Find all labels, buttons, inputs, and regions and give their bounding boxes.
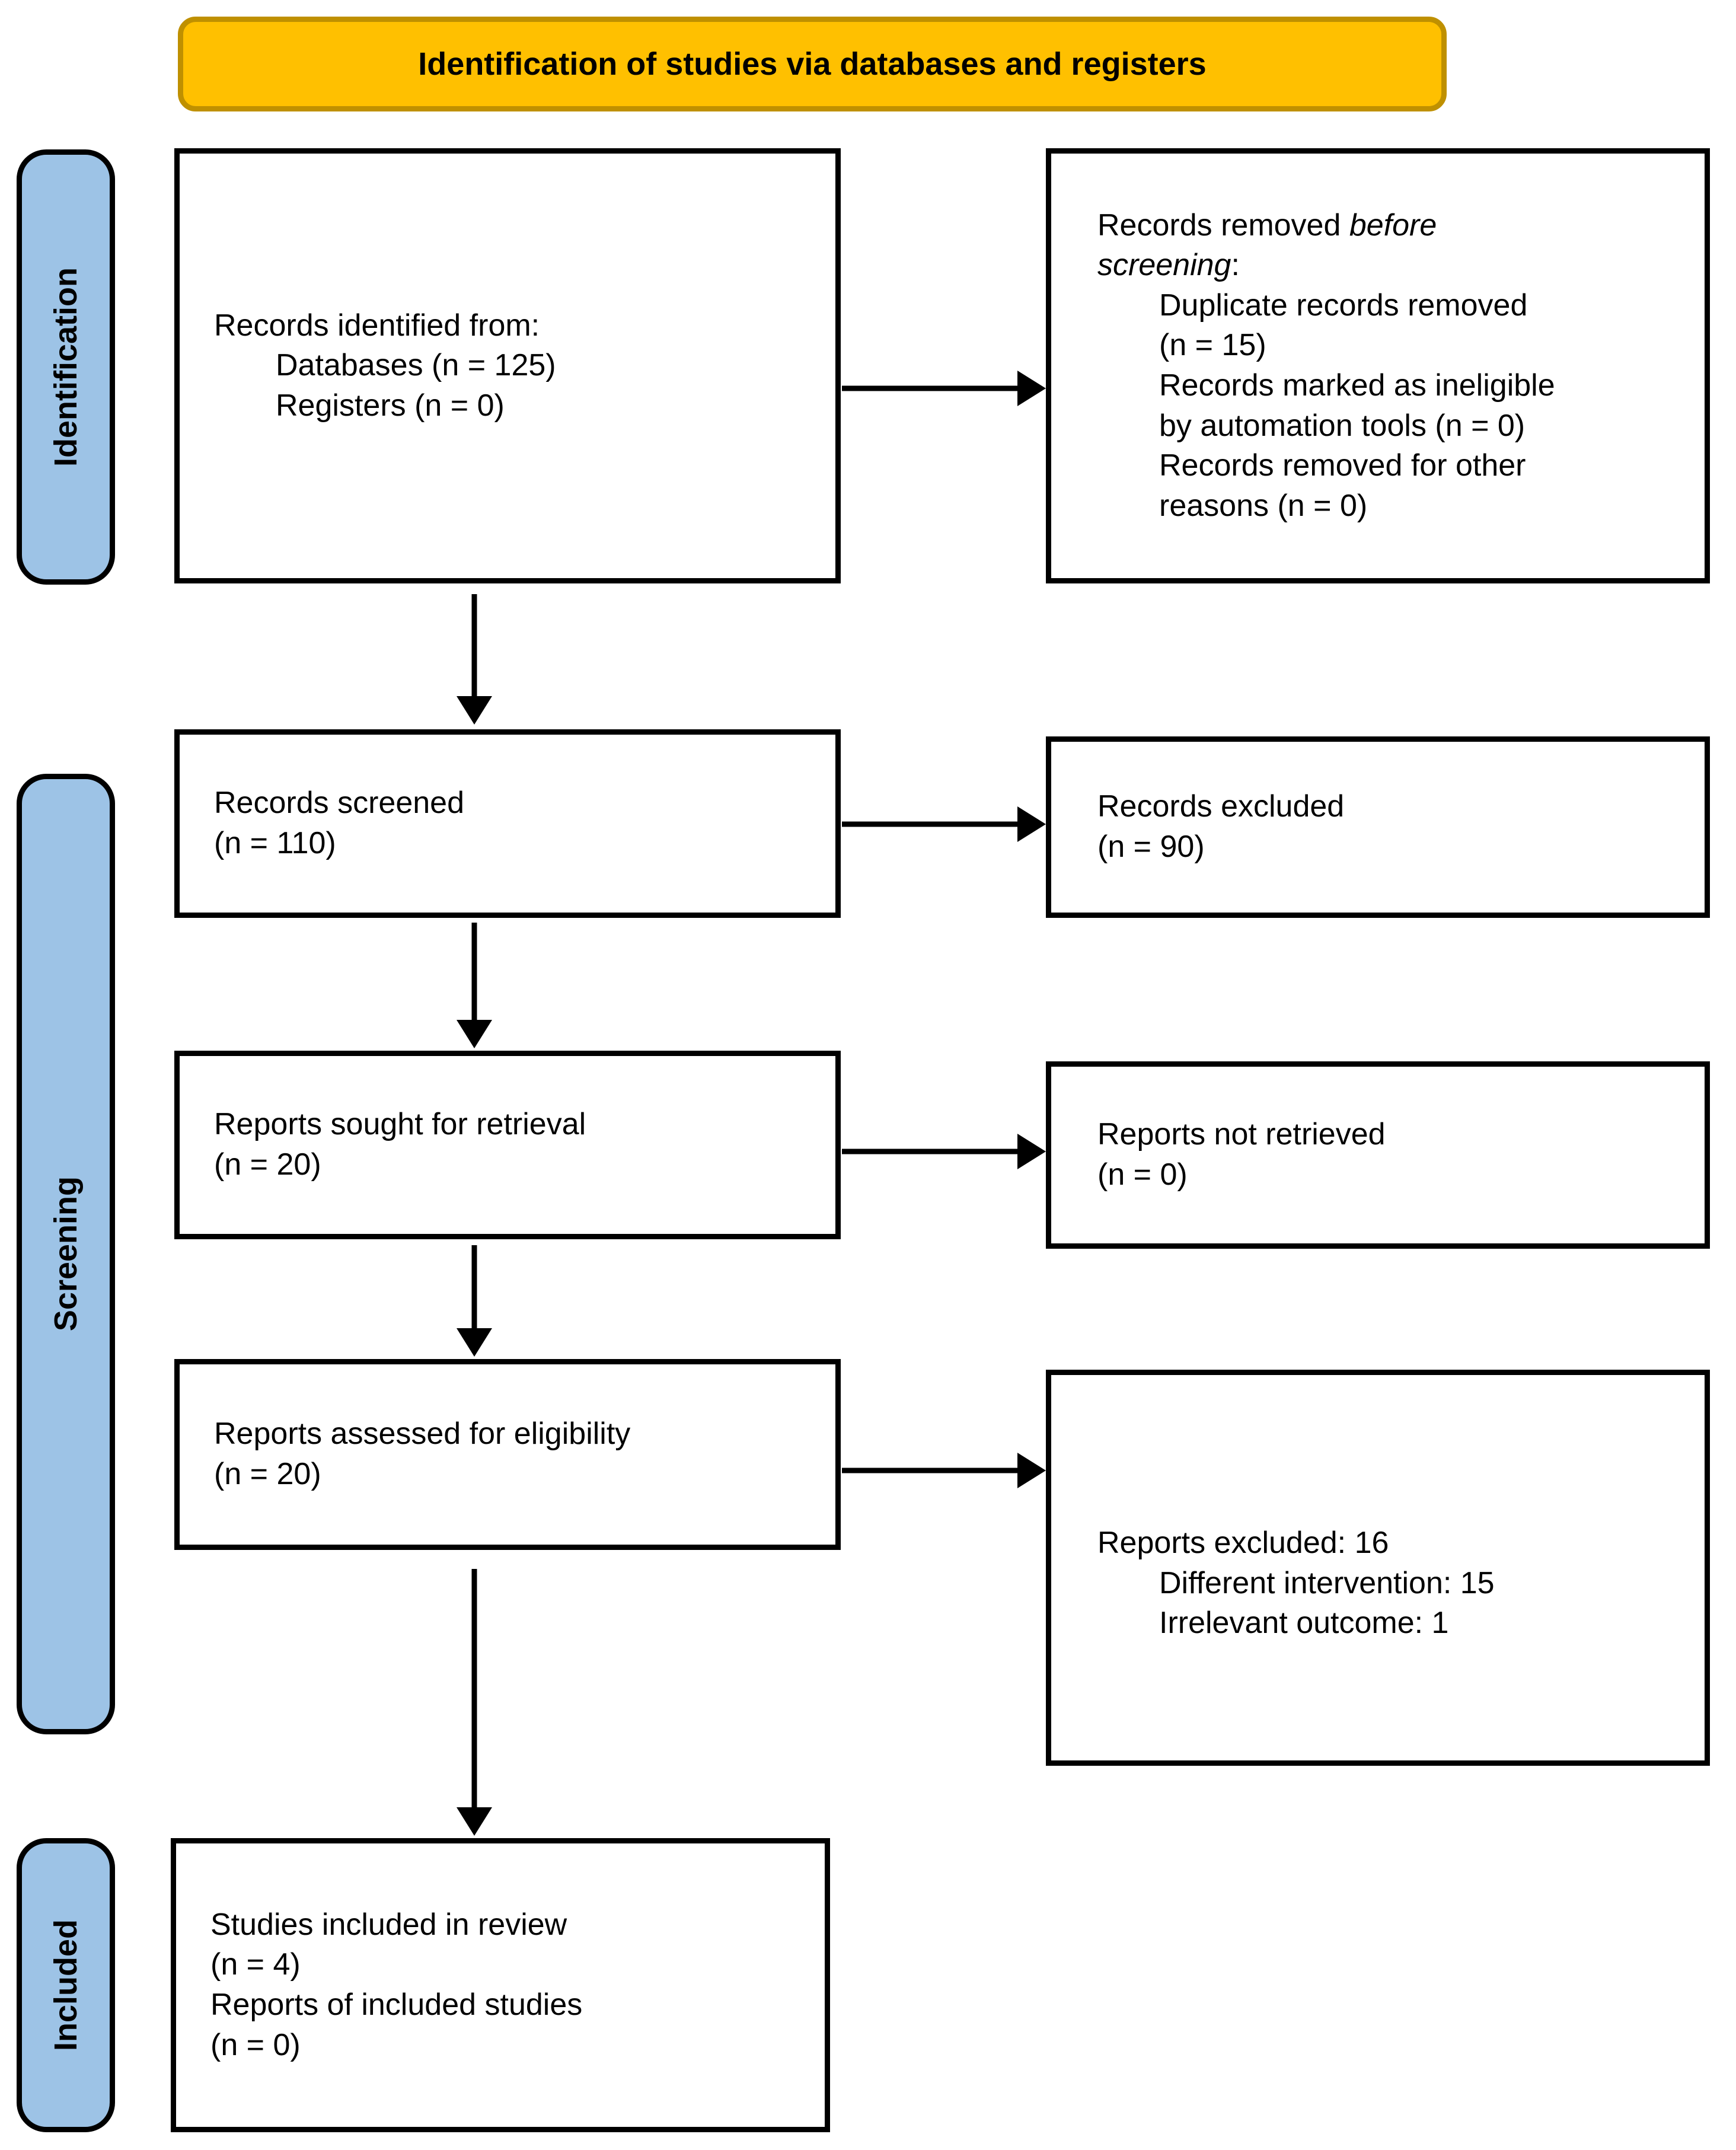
box-reports-not-retrieved-text: Reports not retrieved(n = 0) [1097,1117,1386,1192]
arrow-shaft [471,1245,477,1332]
arrow-shaft [471,1569,477,1811]
stage-screening-label: Screening [47,1176,84,1332]
arrow-head-icon [1017,1453,1046,1488]
arrow-head-icon [1017,1134,1046,1169]
box-records-identified: Records identified from:Databases (n = 1… [174,148,841,583]
arrow-head-icon [457,1328,492,1357]
stage-identification-label: Identification [47,267,84,467]
arrow-head-icon [457,1807,492,1836]
box-records-excluded: Records excluded(n = 90) [1046,736,1710,918]
arrow-head-icon [457,1020,492,1048]
arrow-down-identified-to-screened-icon [457,594,492,725]
arrow-head-icon [1017,371,1046,406]
arrow-shaft [842,1149,1021,1154]
arrow-shaft [842,385,1021,391]
stage-screening: Screening [17,774,115,1734]
box-reports-not-retrieved: Reports not retrieved(n = 0) [1046,1061,1710,1249]
box-records-identified-text: Records identified from:Databases (n = 1… [214,308,556,423]
arrow-shaft [842,821,1021,827]
box-reports-assessed-text: Reports assessed for eligibility(n = 20) [214,1417,631,1491]
arrow-down-assessed-to-included-icon [457,1569,492,1836]
box-records-screened: Records screened(n = 110) [174,729,841,918]
arrow-down-screened-to-sought-icon [457,923,492,1048]
box-reports-assessed: Reports assessed for eligibility(n = 20) [174,1359,841,1550]
box-studies-included-text: Studies included in review(n = 4)Reports… [210,1907,583,2062]
arrow-shaft [471,594,477,700]
arrow-right-assessed-to-reports-excluded-icon [842,1453,1046,1488]
box-records-excluded-text: Records excluded(n = 90) [1097,789,1345,864]
box-reports-sought-text: Reports sought for retrieval(n = 20) [214,1107,586,1182]
banner: Identification of studies via databases … [178,17,1447,111]
arrow-right-identified-to-removed-icon [842,371,1046,406]
arrow-right-screened-to-excluded-icon [842,806,1046,842]
box-reports-sought: Reports sought for retrieval(n = 20) [174,1051,841,1239]
arrow-right-sought-to-not-retrieved-icon [842,1134,1046,1169]
banner-title: Identification of studies via databases … [418,46,1207,82]
box-studies-included: Studies included in review(n = 4)Reports… [171,1838,830,2132]
arrow-shaft [471,923,477,1023]
box-records-screened-text: Records screened(n = 110) [214,786,464,860]
stage-included-label: Included [47,1919,84,2051]
arrow-down-sought-to-assessed-icon [457,1245,492,1357]
arrow-head-icon [1017,806,1046,842]
stage-included: Included [17,1838,115,2132]
stage-identification: Identification [17,149,115,585]
arrow-shaft [842,1468,1021,1473]
arrow-head-icon [457,696,492,725]
